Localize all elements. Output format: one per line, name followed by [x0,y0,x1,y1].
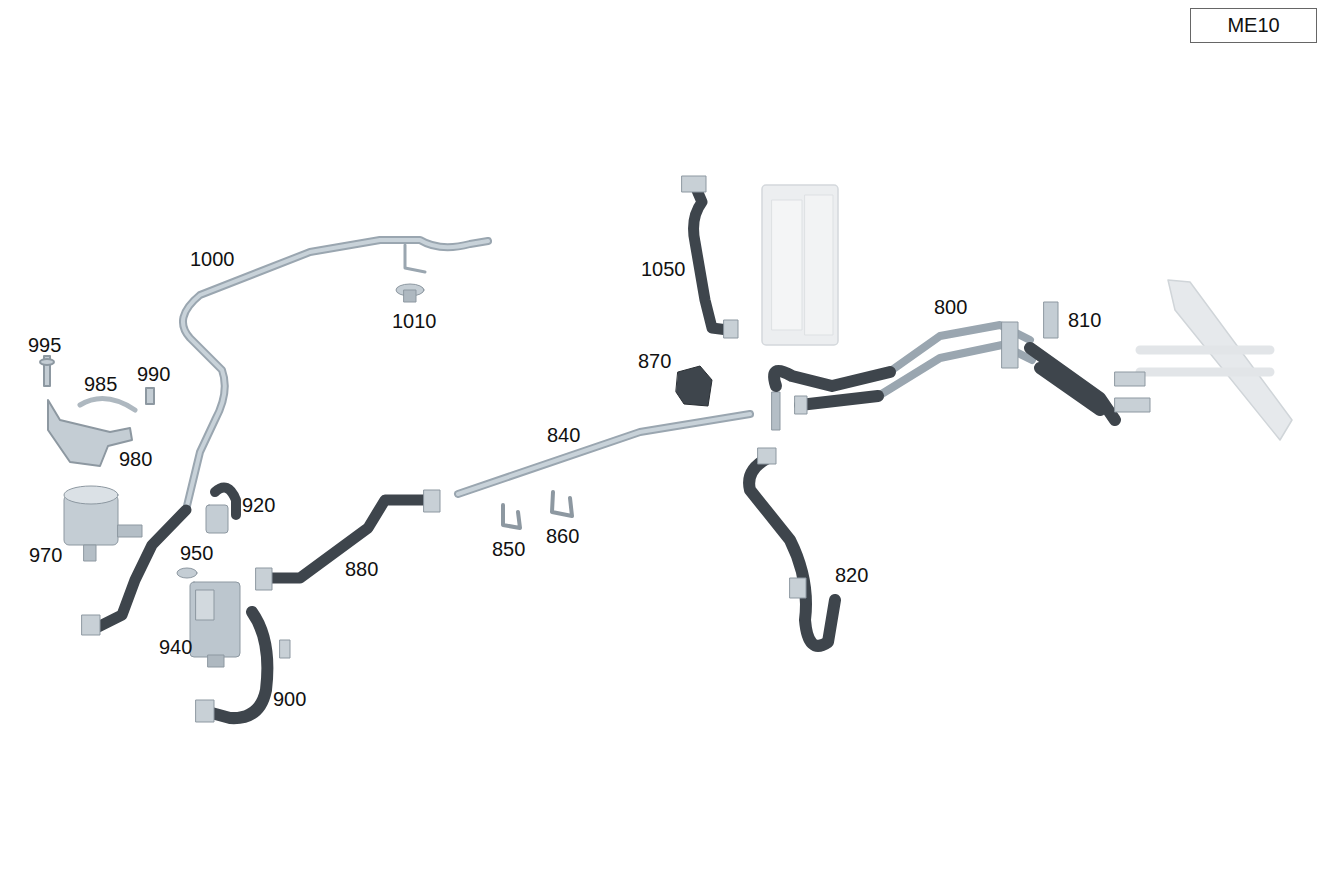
callout-number: 995 [28,335,61,355]
heater-core [1140,280,1292,440]
callout-number: 810 [1068,310,1101,330]
callout-number: 840 [547,425,580,445]
callout-number: 1050 [641,259,686,279]
callout-number: 860 [546,526,579,546]
callout-number: 985 [84,374,117,394]
coolant-hose [268,500,428,578]
clip [1044,302,1058,338]
callout-number: 800 [934,297,967,317]
callout-number: 1000 [190,249,235,269]
clip [552,492,572,516]
coolant-hose [694,188,728,330]
callout-number: 940 [159,637,192,657]
callout-number: 920 [242,495,275,515]
callout-number: 870 [638,351,671,371]
callout-number: 990 [137,364,170,384]
callout-number: 900 [273,689,306,709]
insulator [676,366,712,406]
expansion-tank [64,486,142,561]
callout-number: 850 [492,539,525,559]
valve [190,582,240,667]
control-module [762,185,838,345]
coolant-hose [208,612,267,718]
coolant-pipe [183,240,488,510]
coolant-hose [749,458,835,646]
callout-number: 970 [29,545,62,565]
diagram-id: ME10 [1227,14,1279,37]
clip [503,505,520,528]
callout-number: 980 [119,449,152,469]
callout-number: 820 [835,565,868,585]
coolant-pipe [458,414,750,494]
callout-number: 950 [180,543,213,563]
hose-assembly [774,322,1150,420]
grommet [396,284,424,302]
callout-number: 880 [345,559,378,579]
diagram-id-box: ME10 [1190,8,1317,43]
callout-number: 1010 [392,311,437,331]
